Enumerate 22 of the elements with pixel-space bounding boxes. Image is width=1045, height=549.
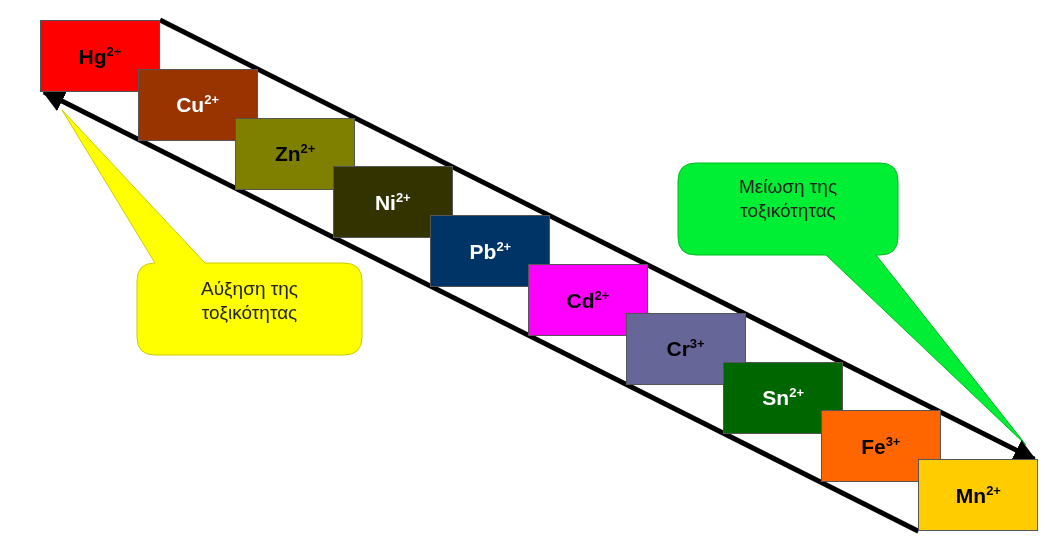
ion-box	[918, 459, 1039, 532]
ion-box	[430, 215, 551, 288]
ion-label: Cr$^{3+}$	[666, 336, 705, 362]
ion-label: Cd$^{2+}$	[566, 287, 610, 313]
callout-text: Αύξηση της τοξικότητας	[200, 277, 299, 325]
callout-text: Μείωση της τοξικότητας	[737, 175, 839, 223]
ion-label: Mn$^{2+}$	[955, 482, 1001, 508]
ion-label: Zn$^{2+}$	[274, 141, 316, 167]
ion-label: Cu$^{2+}$	[176, 92, 219, 118]
ion-box	[723, 361, 844, 434]
ion-box	[332, 166, 453, 239]
ion-box	[137, 68, 258, 141]
ion-label: Sn$^{2+}$	[762, 385, 804, 411]
ion-label: Pb$^{2+}$	[469, 238, 512, 264]
ion-box	[40, 20, 160, 92]
ion-label: Ni$^{2+}$	[374, 189, 411, 215]
ion-label: Fe$^{3+}$	[861, 433, 901, 459]
ion-box	[820, 410, 941, 483]
ion-box	[625, 312, 746, 385]
ion-box	[235, 117, 356, 190]
ion-box	[528, 264, 648, 336]
ion-label: Hg$^{2+}$	[78, 43, 122, 69]
